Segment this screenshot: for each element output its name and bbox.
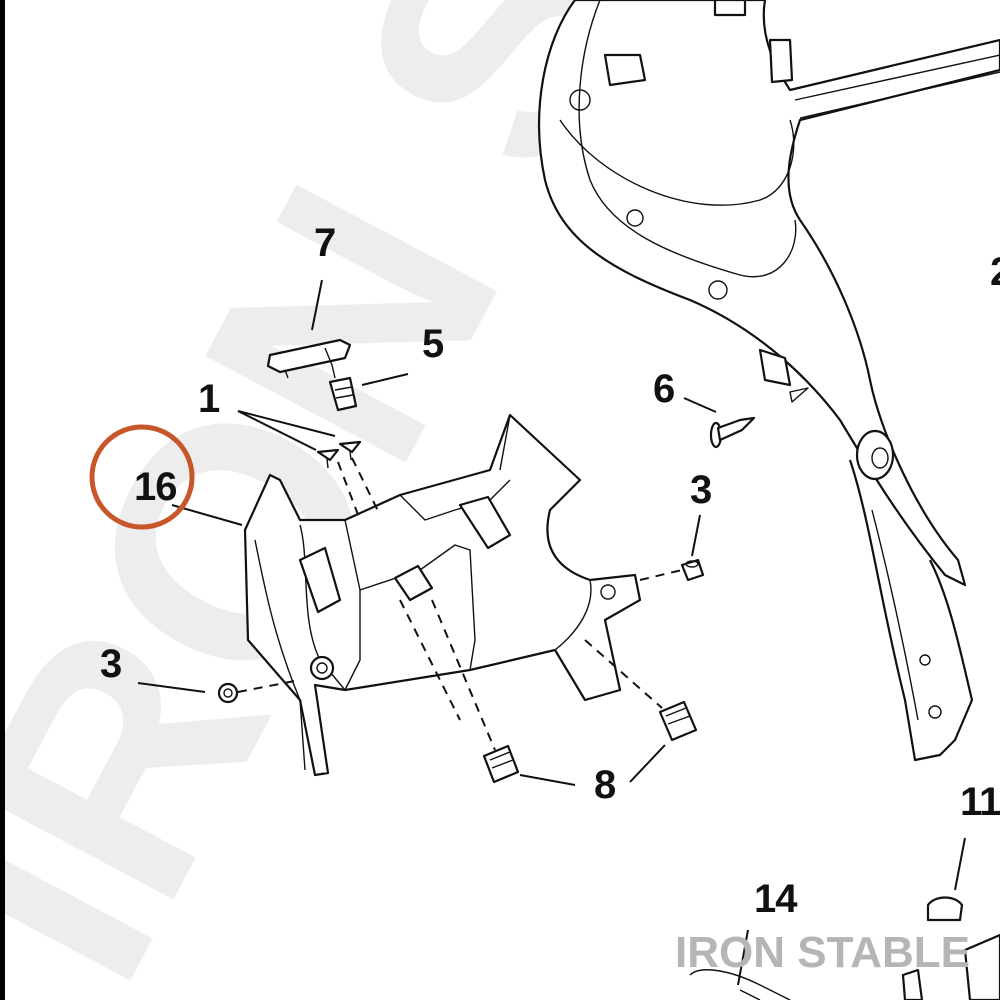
part-11-cap (926, 896, 964, 922)
callout-3-right: 3 (690, 468, 711, 512)
part-1-screws (316, 440, 362, 469)
callout-14: 14 (754, 877, 798, 921)
part-8-clip-lower (482, 744, 520, 784)
side-cover-panel (243, 413, 642, 777)
part-5-clip (328, 376, 358, 412)
callout-3-left: 3 (100, 642, 121, 686)
assembly-dashed-lines (237, 457, 683, 751)
callout-2: 2 (990, 250, 1000, 294)
callout-8: 8 (594, 763, 616, 807)
part-7-bracket (266, 338, 352, 379)
left-edge-bar (0, 0, 5, 1000)
part-3-nut-right (680, 558, 705, 582)
callout-6: 6 (653, 367, 674, 411)
callout-1: 1 (198, 377, 220, 421)
part-8-clip-right (658, 700, 698, 742)
callout-5: 5 (422, 322, 444, 366)
callout-16: 16 (134, 465, 177, 509)
part-14-cable (689, 933, 1000, 1000)
part-3-nut-left (217, 682, 239, 704)
upper-frame-part (538, 0, 1000, 762)
highlight-circle-16 (89, 424, 195, 530)
callout-7: 7 (314, 221, 335, 265)
brand-watermark: IRON STABLE (675, 928, 970, 977)
part-6-push-pin (709, 416, 756, 449)
callout-11: 11 (960, 780, 1000, 824)
